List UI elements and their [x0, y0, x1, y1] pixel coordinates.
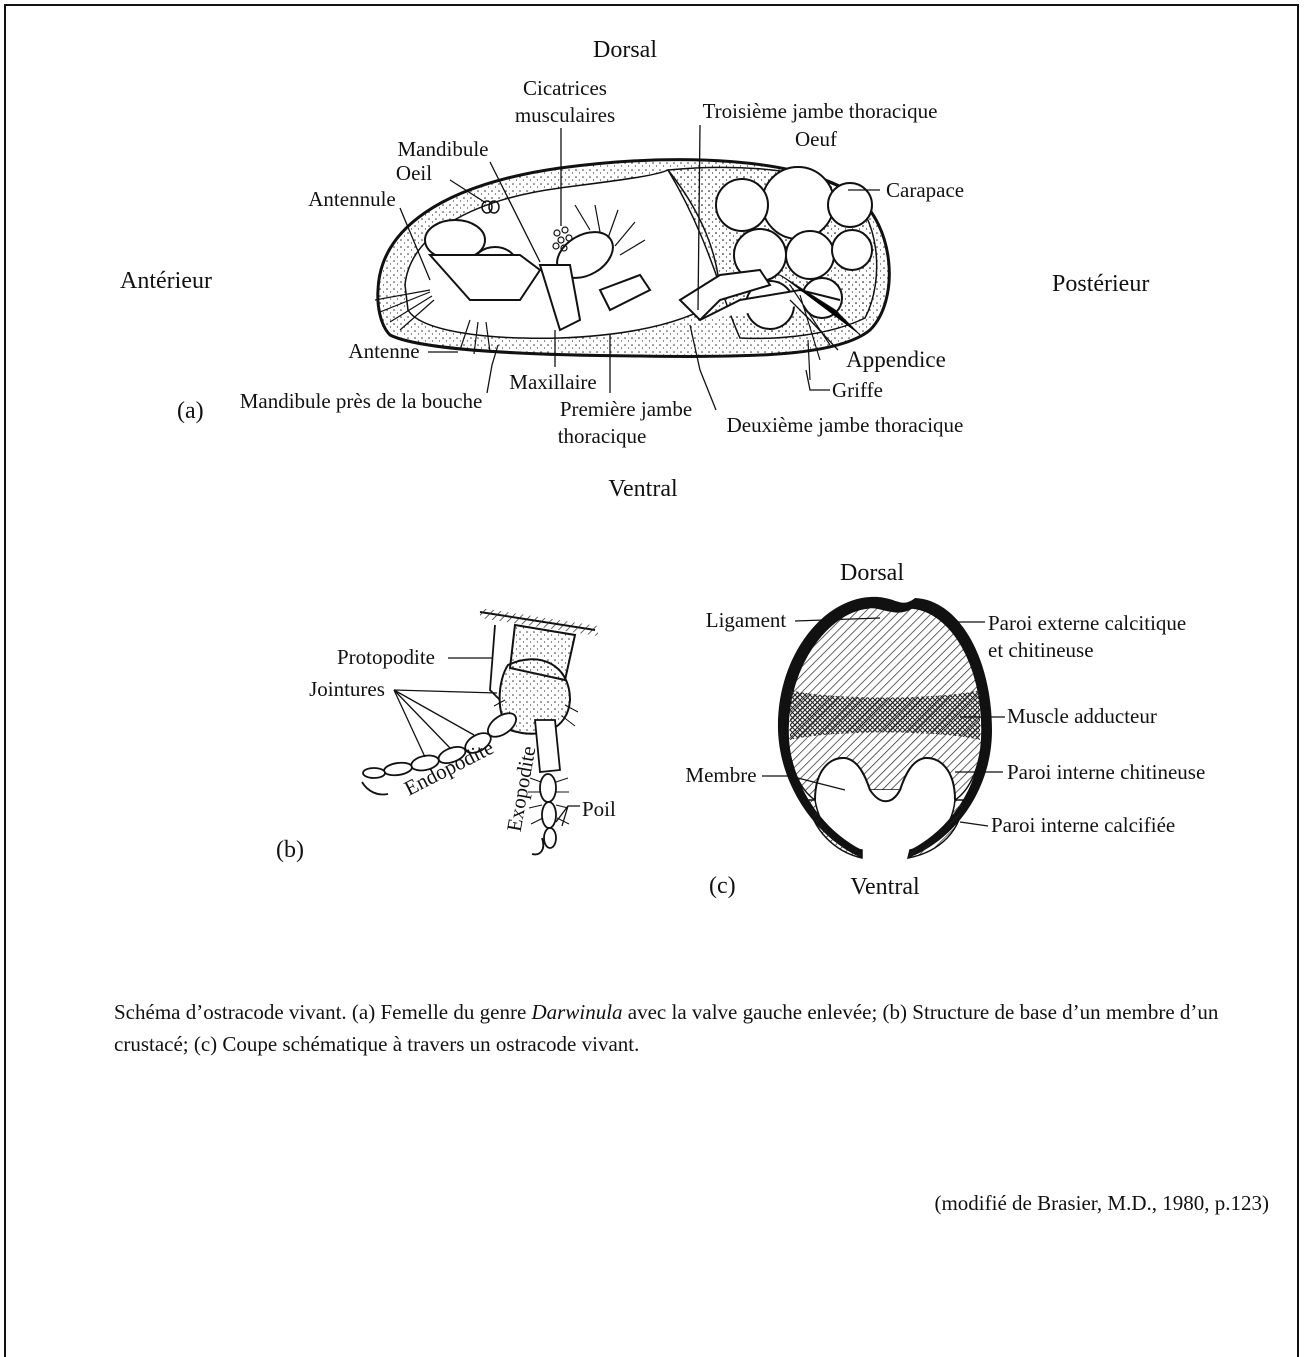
antenne-label: Antenne — [348, 339, 419, 363]
deuxieme-label: Deuxième jambe thoracique — [727, 413, 964, 437]
paroi-interne-chit-label: Paroi interne chitineuse — [1007, 760, 1205, 784]
premiere-label-1: Première jambe — [560, 397, 692, 421]
paroi-externe-label-1: Paroi externe calcitique — [988, 611, 1186, 635]
exopodite-label: Exopodite — [502, 744, 541, 833]
caption-text-1: Schéma d’ostracode vivant. (a) Femelle d… — [114, 1000, 532, 1024]
jointures-label: Jointures — [309, 677, 385, 701]
figure-caption: Schéma d’ostracode vivant. (a) Femelle d… — [114, 996, 1264, 1060]
ventral-label-a: Ventral — [608, 476, 678, 502]
muscle-band — [790, 690, 980, 740]
anterior-label: Antérieur — [120, 268, 212, 294]
cicatrices-label-1: Cicatrices — [523, 76, 607, 100]
ligament-label: Ligament — [706, 608, 787, 632]
paroi-interne-calc-label: Paroi interne calcifiée — [991, 813, 1175, 837]
oeuf-label: Oeuf — [795, 127, 837, 151]
inner-wall-left — [808, 800, 862, 858]
protopodite-label: Protopodite — [337, 645, 435, 669]
posterior-label: Postérieur — [1052, 271, 1149, 297]
panel-c-drawing — [762, 597, 1005, 858]
inner-wall-right — [908, 800, 963, 858]
dorsal-label-a: Dorsal — [593, 37, 657, 63]
muscle-label: Muscle adducteur — [1007, 704, 1157, 728]
mandibule-label: Mandibule — [398, 137, 489, 161]
panel-c-label: (c) — [709, 873, 736, 899]
antennule-label: Antennule — [308, 187, 395, 211]
mandibule-bouche-label: Mandibule près de la bouche — [240, 389, 483, 413]
appendice-label: Appendice — [846, 347, 946, 372]
carapace-label: Carapace — [886, 178, 964, 202]
exopodite-segments — [535, 720, 560, 848]
premiere-label-2: thoracique — [558, 424, 647, 448]
ostracode-figure: Dorsal Ventral Antérieur Postérieur Cica… — [0, 0, 1305, 990]
membre-label: Membre — [685, 763, 756, 787]
panel-b-label: (b) — [276, 837, 304, 863]
cicatrices-label-2: musculaires — [515, 103, 615, 127]
oeil-label: Oeil — [396, 161, 432, 185]
griffe-label: Griffe — [832, 378, 883, 402]
panel-a-drawing — [375, 125, 889, 410]
troisieme-label: Troisième jambe thoracique — [703, 99, 938, 123]
ventral-label-c: Ventral — [850, 874, 920, 900]
paroi-externe-label-2: et chitineuse — [988, 638, 1094, 662]
source-citation: (modifié de Brasier, M.D., 1980, p.123) — [934, 1191, 1269, 1216]
panel-a-label: (a) — [177, 398, 204, 424]
maxillaire-label: Maxillaire — [509, 370, 596, 394]
caption-genus: Darwinula — [532, 1000, 623, 1024]
dorsal-label-c: Dorsal — [840, 560, 904, 586]
poil-label: Poil — [582, 797, 616, 821]
